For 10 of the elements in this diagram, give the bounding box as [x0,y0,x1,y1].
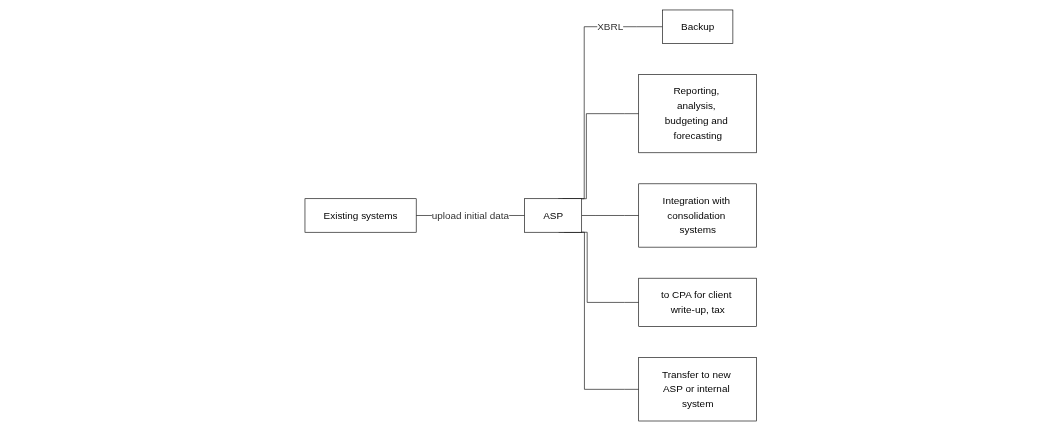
node-box: to CPA for client write-up, tax [638,277,758,327]
node-box: Backup [662,9,734,44]
node-box: ASP [524,198,583,233]
edge-label: upload initial data [431,209,510,221]
node-box: Reporting, analysis, budgeting and forecasting [638,74,758,154]
node-box: Transfer to new ASP or internal system [638,357,758,422]
node-box: Existing systems [304,198,417,233]
node-box: Integration with consolidation systems [638,183,758,248]
connector [581,215,640,216]
edge-label: XBRL [597,21,624,32]
